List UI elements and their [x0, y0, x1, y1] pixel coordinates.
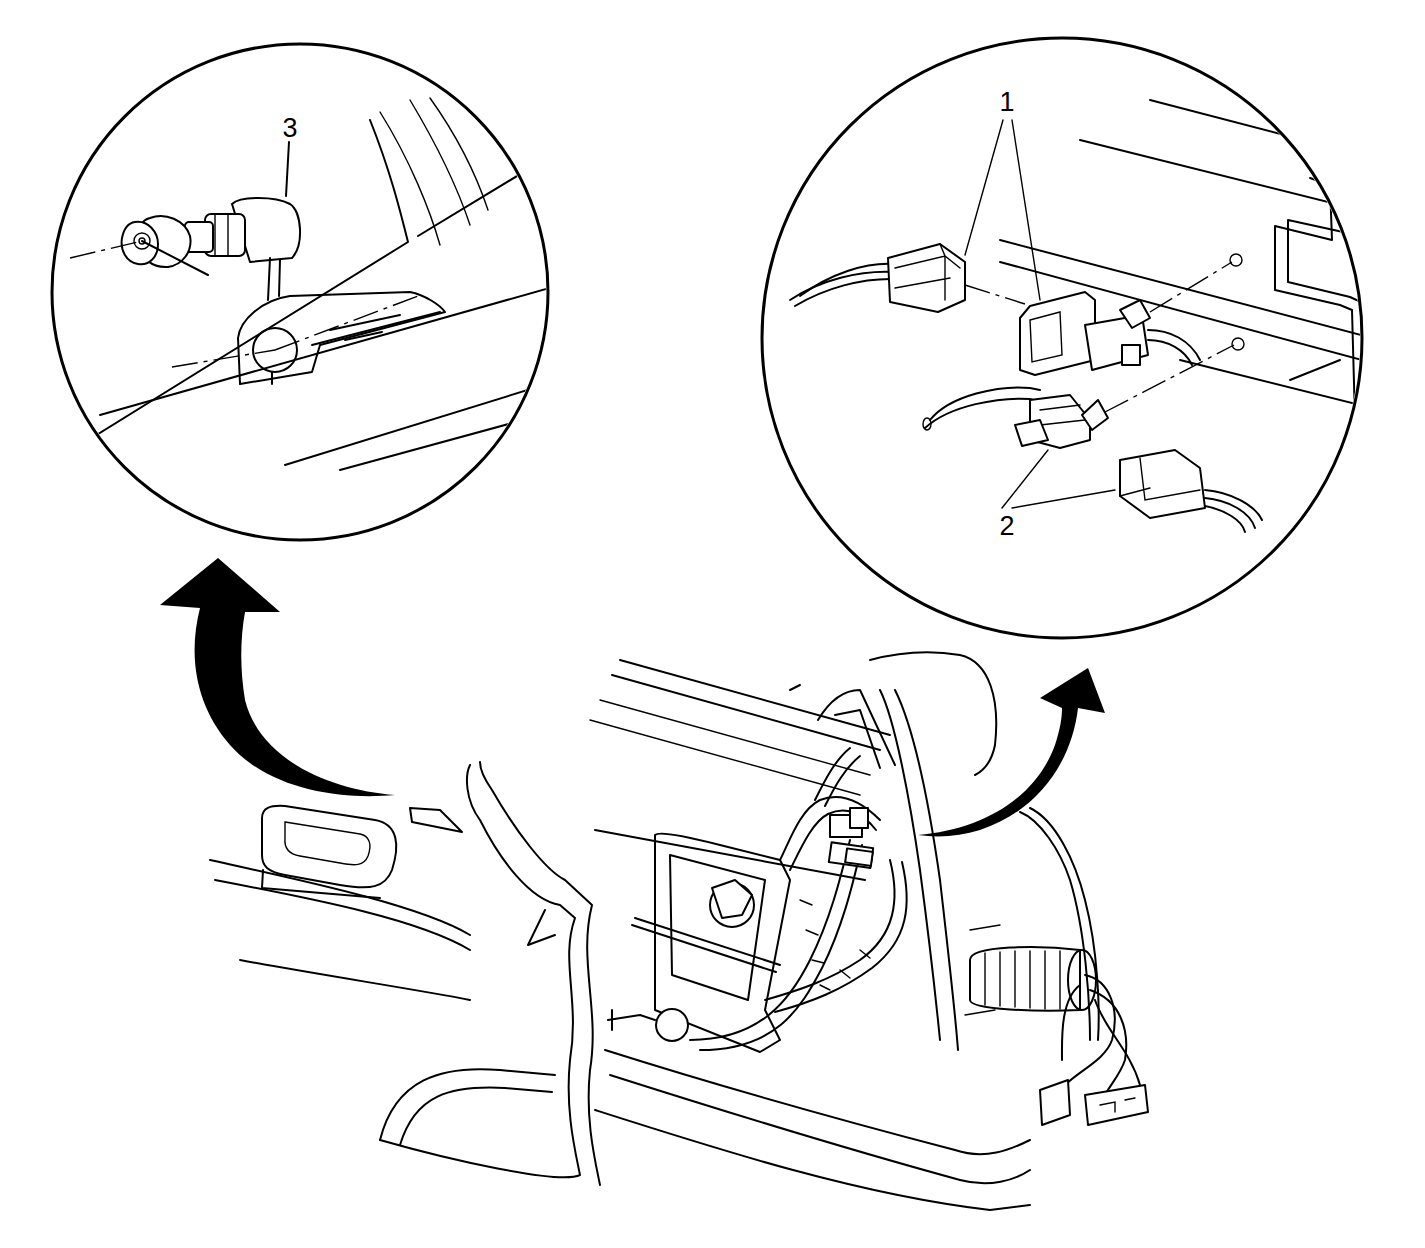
callout-number: 1 — [996, 88, 1017, 117]
zoom-arrow — [918, 668, 1105, 836]
callout-number: 3 — [279, 114, 300, 143]
zoom-arrow — [160, 558, 395, 796]
callout-number: 2 — [996, 512, 1017, 541]
detail-circle — [762, 38, 1380, 638]
door — [210, 652, 1148, 1210]
detail-circle — [40, 44, 560, 540]
